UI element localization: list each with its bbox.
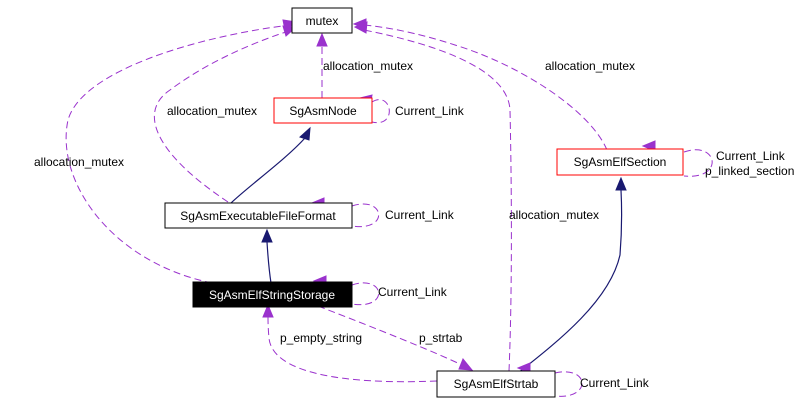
arrowhead-node-mutex: [316, 32, 328, 47]
arrowhead-inherit-section: [615, 176, 627, 191]
arrowhead-strtab-mutex: [353, 21, 368, 34]
edge-storage-inherits-executable: [266, 241, 272, 284]
edge-strtab-self: [554, 371, 583, 397]
node-sgasmelfstrtab[interactable]: SgAsmElfStrtab: [436, 370, 556, 398]
arrowhead-inherit-node: [299, 126, 311, 141]
edge-storage-self: [351, 282, 380, 306]
arrowhead-strtab-p-strtab: [458, 358, 474, 371]
arrowhead-storage-empty-string: [262, 303, 274, 318]
edge-section-self: [683, 149, 713, 177]
edge-strtab-inherits-section: [517, 189, 623, 374]
node-sgasmelfstrtab-label: SgAsmElfStrtab: [454, 377, 539, 391]
node-sgasmnode[interactable]: SgAsmNode: [273, 97, 373, 124]
label-section-mutex: allocation_mutex: [545, 59, 635, 73]
arrowhead-inherit-executable: [261, 228, 273, 243]
edge-storage-to-mutex: [65, 24, 291, 284]
node-mutex-label: mutex: [306, 14, 339, 28]
label-node-self: Current_Link: [395, 104, 465, 118]
label-node-mutex: allocation_mutex: [323, 59, 413, 73]
label-storage-mutex: allocation_mutex: [34, 155, 124, 169]
edge-labels: allocation_mutex Current_Link allocation…: [34, 59, 794, 390]
node-sgasmelfsection[interactable]: SgAsmElfSection: [556, 148, 684, 176]
node-sgasmelfstringstorage[interactable]: SgAsmElfStringStorage: [192, 281, 353, 308]
node-sgasmexecutablefileformat-label: SgAsmExecutableFileFormat: [180, 209, 336, 223]
node-sgasmexecutablefileformat[interactable]: SgAsmExecutableFileFormat: [164, 202, 353, 229]
node-sgasmelfsection-label: SgAsmElfSection: [574, 155, 667, 169]
label-section-self-current-link: Current_Link: [716, 149, 786, 163]
node-sgasmelfstringstorage-label: SgAsmElfStringStorage: [209, 288, 335, 302]
edge-strtab-to-mutex: [363, 29, 512, 372]
label-executable-self: Current_Link: [385, 208, 455, 222]
label-storage-self: Current_Link: [378, 285, 448, 299]
label-empty-string: p_empty_string: [280, 331, 362, 345]
label-p-strtab: p_strtab: [419, 331, 463, 345]
label-strtab-mutex: allocation_mutex: [509, 208, 599, 222]
edge-strtab-to-storage: [267, 315, 438, 383]
node-sgasmnode-label: SgAsmNode: [289, 104, 357, 118]
edge-node-self: [371, 99, 390, 124]
node-mutex[interactable]: mutex: [291, 7, 353, 34]
edge-section-to-mutex: [363, 24, 608, 151]
label-section-self-linked-section: p_linked_section: [705, 164, 794, 178]
edge-executable-inherits-node: [230, 137, 306, 204]
edge-executable-to-mutex: [153, 29, 293, 203]
edge-executable-self: [351, 203, 380, 228]
label-strtab-self: Current_Link: [580, 376, 650, 390]
edge-storage-to-strtab: [317, 305, 463, 366]
label-executable-mutex: allocation_mutex: [167, 104, 257, 118]
